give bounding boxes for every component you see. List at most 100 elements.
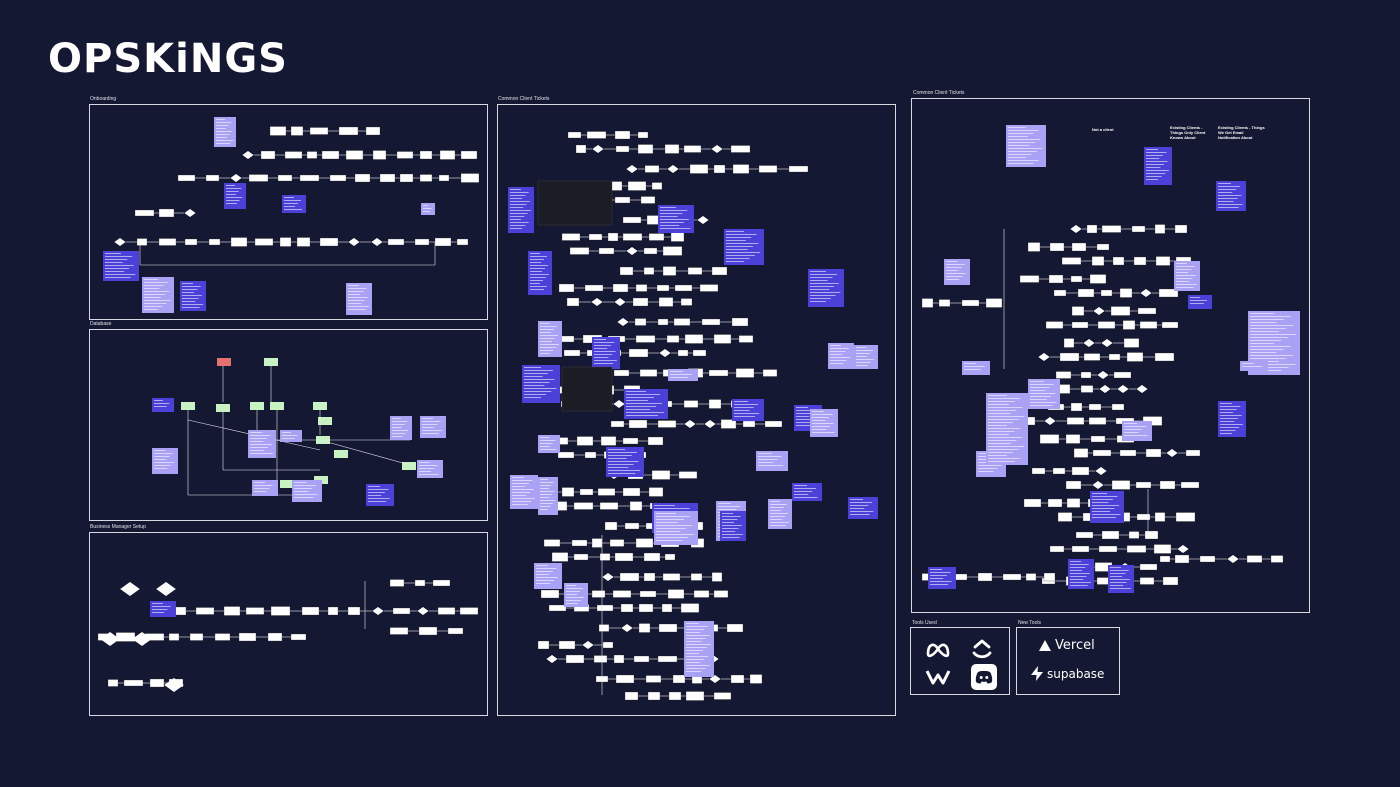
note-text-line: [152, 606, 171, 607]
note-text-line: [226, 200, 240, 201]
vercel-triangle-icon: [1039, 640, 1051, 651]
decision-node: [372, 607, 384, 615]
process-node: [614, 196, 631, 204]
note-text-line: [566, 585, 576, 586]
process-node: [708, 399, 722, 409]
note-text-line: [510, 189, 521, 190]
process-node: [597, 488, 616, 496]
note-text-line: [660, 228, 691, 229]
note-text-line: [722, 537, 740, 538]
note-text-line: [250, 444, 272, 445]
process-node: [593, 655, 608, 663]
note-text-line: [988, 419, 1019, 420]
note-text-line: [608, 452, 637, 453]
process-node: [1066, 498, 1081, 508]
note-text-line: [154, 406, 167, 407]
onboarding-frame[interactable]: [89, 104, 488, 320]
note-text-line: [1030, 384, 1054, 385]
process-node: [598, 624, 610, 632]
tickets-frame-2[interactable]: Not a client Existing Clients - Things O…: [911, 98, 1310, 613]
note-text-line: [830, 351, 846, 352]
note-text-line: [812, 414, 833, 415]
process-node: [1154, 352, 1175, 362]
decision-node: [1095, 467, 1107, 475]
process-node: [248, 174, 269, 182]
note-text-line: [540, 500, 556, 501]
note-text-line: [144, 294, 165, 295]
tools-used-box[interactable]: [910, 627, 1010, 695]
note-text-line: [1124, 426, 1147, 427]
business-manager-frame[interactable]: [89, 532, 488, 716]
note-text-line: [1176, 287, 1194, 288]
note-text-line: [770, 507, 784, 508]
note-text-line: [1250, 334, 1296, 335]
note-text-line: [154, 453, 173, 454]
note-text-line: [670, 371, 683, 372]
note-card: [538, 321, 562, 357]
decision-node: [659, 349, 671, 357]
process-node: [565, 654, 585, 664]
process-node: [1071, 242, 1087, 252]
note-text-line: [1250, 325, 1294, 326]
note-text-line: [144, 309, 158, 310]
note-text-line: [422, 433, 439, 434]
table-node: [313, 402, 327, 410]
process-node: [657, 420, 677, 428]
note-text-line: [226, 188, 242, 189]
note-text-line: [423, 208, 432, 209]
note-text-line: [726, 255, 755, 256]
note-text-line: [660, 210, 688, 211]
note-text-line: [540, 332, 551, 333]
decision-node: [417, 607, 429, 615]
note-text-line: [254, 491, 267, 492]
note-text-line: [524, 391, 552, 392]
note-text-line: [594, 357, 609, 358]
new-tools-box[interactable]: Vercel supabase: [1016, 627, 1120, 695]
note-text-line: [144, 279, 158, 280]
note-text-line: [810, 277, 833, 278]
screenshot-thumbnail: [537, 180, 613, 226]
process-node: [1075, 531, 1094, 539]
process-node: [619, 266, 634, 276]
note-text-line: [770, 519, 782, 520]
note-text-line: [988, 410, 1017, 411]
process-node: [683, 400, 699, 408]
process-node: [551, 552, 569, 562]
note-text-line: [216, 134, 230, 135]
decision-node: [602, 573, 614, 581]
process-node: [1137, 307, 1157, 315]
note-text-line: [930, 572, 951, 573]
process-node: [622, 487, 641, 497]
vercel-label: Vercel: [1055, 638, 1095, 653]
note-text-line: [810, 295, 836, 296]
process-node: [569, 247, 590, 255]
note-text-line: [734, 404, 758, 405]
note-text-line: [1220, 415, 1242, 416]
note-text-line: [182, 307, 200, 308]
database-frame[interactable]: [89, 329, 488, 521]
note-text-line: [988, 443, 1011, 444]
process-node: [584, 451, 597, 459]
note-text-line: [368, 492, 385, 493]
note-text-line: [530, 256, 547, 257]
tickets-frame-1[interactable]: [497, 104, 896, 716]
process-node: [270, 606, 291, 616]
note-card: [224, 183, 246, 209]
note-text-line: [182, 292, 195, 293]
note-text-line: [510, 225, 526, 226]
note-text-line: [1124, 423, 1137, 424]
note-text-line: [182, 286, 201, 287]
process-node: [319, 237, 339, 247]
decision-node: [684, 420, 696, 428]
note-text-line: [512, 486, 526, 487]
note-text-line: [1250, 352, 1277, 353]
note-text-line: [254, 482, 265, 483]
note-text-line: [988, 440, 1017, 441]
decision-node: [348, 238, 360, 246]
process-node: [637, 131, 649, 139]
note-text-line: [152, 603, 163, 604]
decision-node: [1140, 289, 1152, 297]
process-node: [399, 173, 414, 183]
note-text-line: [1218, 183, 1231, 184]
note-text-line: [988, 428, 1021, 429]
